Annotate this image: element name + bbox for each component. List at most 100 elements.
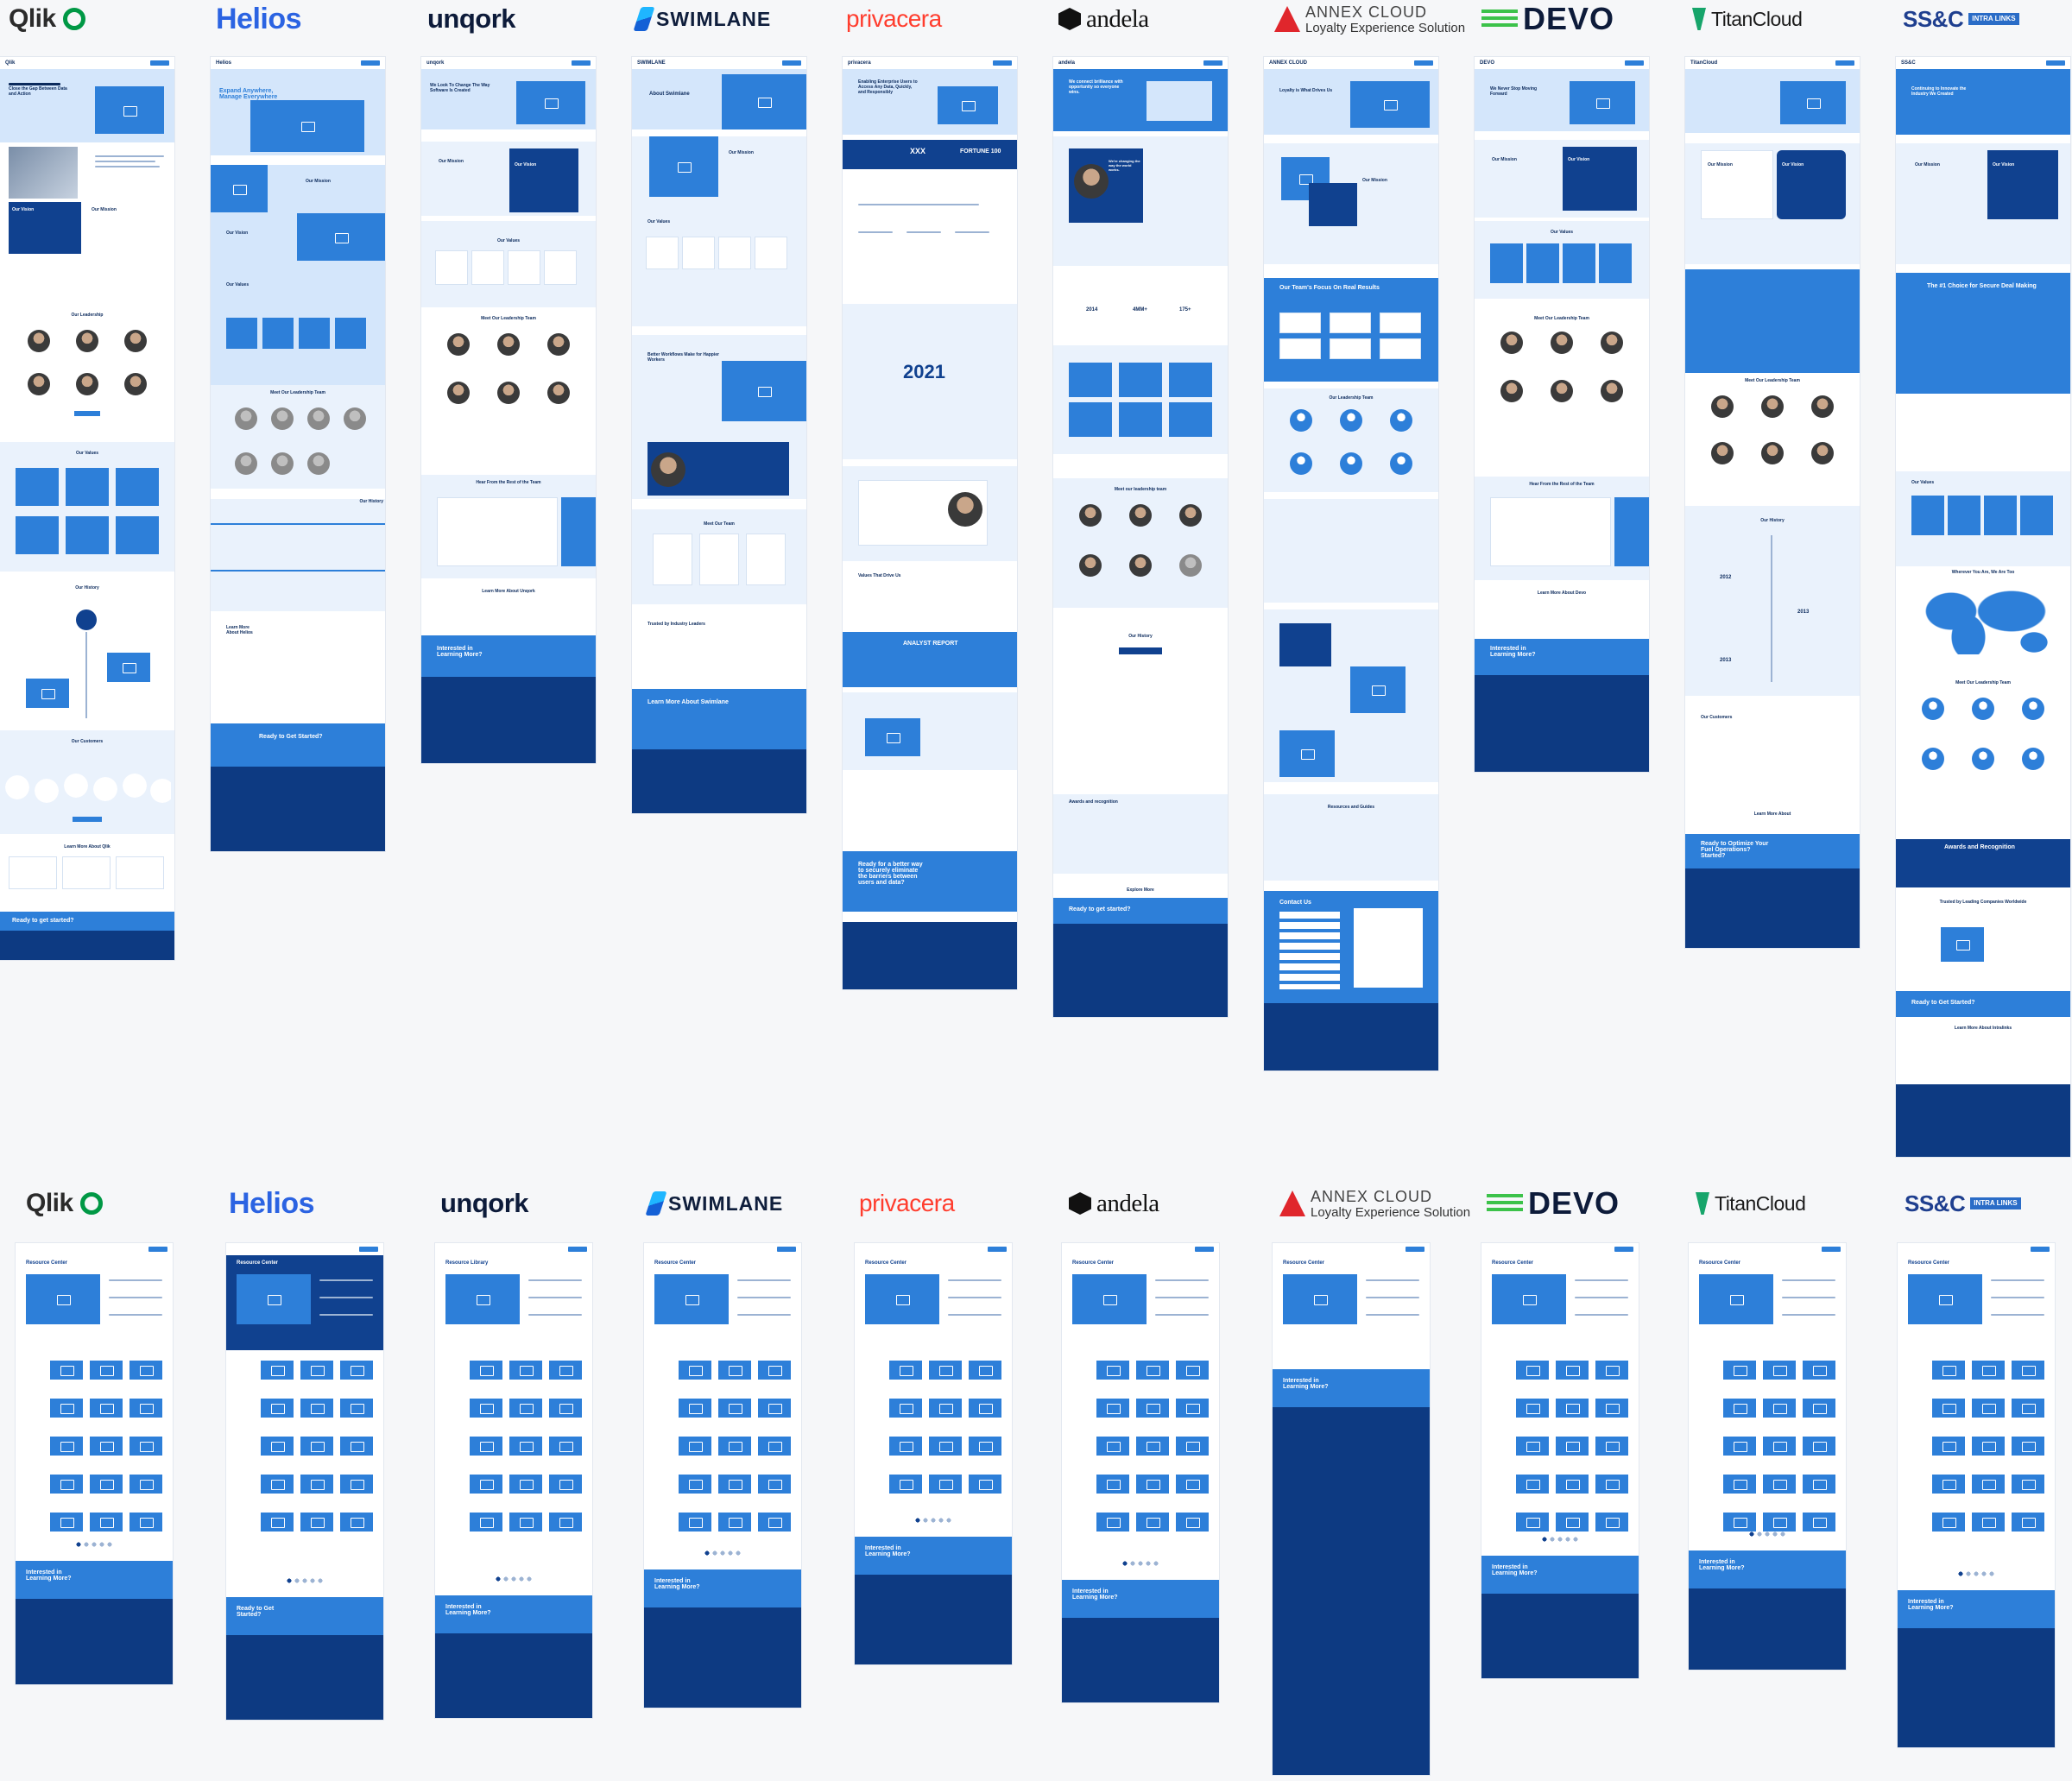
resource-card-image[interactable] (758, 1513, 791, 1532)
resource-card-image[interactable] (470, 1399, 502, 1418)
resource-card-image[interactable] (929, 1437, 962, 1456)
page-nav[interactable]: SWIMLANE (632, 57, 806, 69)
page-nav[interactable] (226, 1243, 383, 1255)
resource-card-image[interactable] (130, 1513, 162, 1532)
resource-card-image[interactable] (718, 1437, 751, 1456)
page-nav[interactable] (644, 1243, 801, 1255)
resource-card-image[interactable] (130, 1437, 162, 1456)
resource-card-image[interactable] (2012, 1513, 2044, 1532)
resource-card-image[interactable] (1803, 1513, 1835, 1532)
resource-card-image[interactable] (1136, 1513, 1169, 1532)
page-nav[interactable]: privacera (843, 57, 1017, 69)
resource-card-image[interactable] (718, 1513, 751, 1532)
resource-card-image[interactable] (509, 1399, 542, 1418)
resource-card-image[interactable] (1096, 1399, 1129, 1418)
resource-card-image[interactable] (90, 1475, 123, 1494)
resource-card-image[interactable] (300, 1399, 333, 1418)
page-nav[interactable] (855, 1243, 1012, 1255)
resource-card-image[interactable] (50, 1513, 83, 1532)
resource-card-image[interactable] (1763, 1437, 1796, 1456)
resource-card-image[interactable] (340, 1475, 373, 1494)
page-nav[interactable] (435, 1243, 592, 1255)
resource-card-image[interactable] (340, 1437, 373, 1456)
resource-card-image[interactable] (549, 1361, 582, 1380)
resource-card-image[interactable] (340, 1361, 373, 1380)
page-nav[interactable] (1481, 1243, 1639, 1255)
resource-card-image[interactable] (1932, 1437, 1965, 1456)
resource-card-image[interactable] (90, 1513, 123, 1532)
pagination[interactable] (1689, 1532, 1846, 1540)
resource-card-image[interactable] (1096, 1361, 1129, 1380)
resource-card-image[interactable] (718, 1475, 751, 1494)
resource-card-image[interactable] (679, 1513, 711, 1532)
resource-card-image[interactable] (1516, 1361, 1549, 1380)
resource-card-image[interactable] (1803, 1399, 1835, 1418)
pagination[interactable] (16, 1542, 173, 1550)
resource-card-image[interactable] (549, 1475, 582, 1494)
resource-card-image[interactable] (1932, 1361, 1965, 1380)
resource-card-image[interactable] (1763, 1475, 1796, 1494)
resource-card-image[interactable] (1763, 1361, 1796, 1380)
resource-card-image[interactable] (1932, 1475, 1965, 1494)
resource-card-image[interactable] (1556, 1361, 1589, 1380)
page-nav[interactable]: ANNEX CLOUD (1264, 57, 1438, 69)
resource-card-image[interactable] (1595, 1475, 1628, 1494)
resource-card-image[interactable] (50, 1475, 83, 1494)
resource-card-image[interactable] (969, 1437, 1001, 1456)
resource-card-image[interactable] (758, 1437, 791, 1456)
resource-card-image[interactable] (130, 1475, 162, 1494)
page-nav[interactable]: andela (1053, 57, 1228, 69)
resource-card-image[interactable] (300, 1475, 333, 1494)
page-nav[interactable]: Qlik (0, 57, 174, 69)
resource-card-image[interactable] (2012, 1361, 2044, 1380)
resource-card-image[interactable] (509, 1361, 542, 1380)
resource-card-image[interactable] (1595, 1399, 1628, 1418)
resource-card-image[interactable] (2012, 1475, 2044, 1494)
resource-card-image[interactable] (509, 1437, 542, 1456)
resource-card-image[interactable] (1176, 1513, 1209, 1532)
resource-card-image[interactable] (90, 1361, 123, 1380)
resource-card-image[interactable] (1556, 1513, 1589, 1532)
resource-card-image[interactable] (549, 1513, 582, 1532)
resource-card-image[interactable] (1972, 1475, 2005, 1494)
resource-card-image[interactable] (889, 1361, 922, 1380)
pagination[interactable] (855, 1518, 1012, 1526)
resource-card-image[interactable] (1972, 1361, 2005, 1380)
resource-card-image[interactable] (969, 1361, 1001, 1380)
resource-card-image[interactable] (2012, 1399, 2044, 1418)
resource-card-image[interactable] (1932, 1399, 1965, 1418)
resource-card-image[interactable] (1723, 1475, 1756, 1494)
resource-card-image[interactable] (1972, 1513, 2005, 1532)
resource-card-image[interactable] (549, 1437, 582, 1456)
resource-card-image[interactable] (1556, 1399, 1589, 1418)
page-nav[interactable] (1062, 1243, 1219, 1255)
resource-card-image[interactable] (929, 1361, 962, 1380)
resource-card-image[interactable] (1136, 1475, 1169, 1494)
resource-card-image[interactable] (758, 1361, 791, 1380)
resource-card-image[interactable] (509, 1475, 542, 1494)
resource-card-image[interactable] (1556, 1475, 1589, 1494)
page-nav[interactable] (1898, 1243, 2055, 1255)
resource-card-image[interactable] (1176, 1437, 1209, 1456)
resource-card-image[interactable] (1595, 1437, 1628, 1456)
resource-card-image[interactable] (1763, 1399, 1796, 1418)
resource-card-image[interactable] (1516, 1399, 1549, 1418)
resource-card-image[interactable] (679, 1361, 711, 1380)
resource-card-image[interactable] (1972, 1399, 2005, 1418)
resource-card-image[interactable] (1516, 1513, 1549, 1532)
pagination[interactable] (644, 1550, 801, 1559)
resource-card-image[interactable] (889, 1399, 922, 1418)
resource-card-image[interactable] (1556, 1437, 1589, 1456)
resource-card-image[interactable] (758, 1475, 791, 1494)
resource-card-image[interactable] (1176, 1361, 1209, 1380)
resource-card-image[interactable] (549, 1399, 582, 1418)
resource-card-image[interactable] (679, 1399, 711, 1418)
resource-card-image[interactable] (1763, 1513, 1796, 1532)
resource-card-image[interactable] (470, 1475, 502, 1494)
resource-card-image[interactable] (340, 1513, 373, 1532)
page-nav[interactable]: unqork (421, 57, 596, 69)
resource-card-image[interactable] (300, 1437, 333, 1456)
resource-card-image[interactable] (1595, 1361, 1628, 1380)
resource-card-image[interactable] (1932, 1513, 1965, 1532)
resource-card-image[interactable] (90, 1399, 123, 1418)
